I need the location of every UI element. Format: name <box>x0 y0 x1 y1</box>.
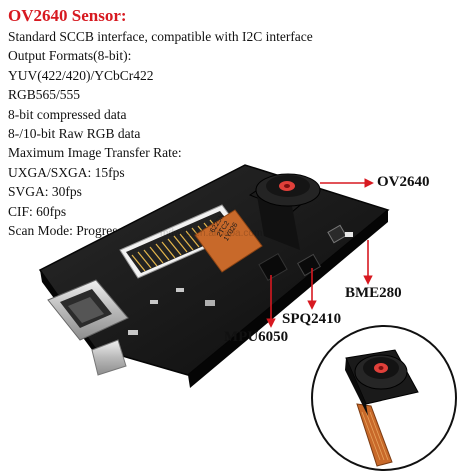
smd-component <box>345 232 353 237</box>
spec-line: 8-bit compressed data <box>8 106 127 122</box>
label-bme280: BME280 <box>345 285 402 301</box>
spec-line: Standard SCCB interface, compatible with… <box>8 29 313 44</box>
watermark: mdwdz.en.alibaba.com <box>160 228 262 239</box>
spec-line: Output Formats(8-bit): <box>8 48 132 64</box>
spec-line: Scan Mode: Progressive <box>8 223 140 239</box>
spec-line: UXGA/SXGA: 15fps <box>8 164 125 180</box>
spec-title: OV2640 Sensor: <box>8 6 127 25</box>
reset-button <box>91 339 127 376</box>
spec-line: CIF: 60fps <box>8 203 67 219</box>
chip-marking: 6225N 2TC2 1Y026 <box>209 213 239 243</box>
camera-inset <box>311 325 457 471</box>
flex-cable <box>194 209 263 273</box>
smd-component <box>176 288 184 292</box>
spec-line: SVGA: 30fps <box>8 184 82 200</box>
label-mpu6050: MPU6050 <box>224 329 289 345</box>
mpu6050-chip <box>258 253 288 281</box>
smd-component <box>150 300 158 304</box>
label-ov2640: OV2640 <box>377 174 430 190</box>
spec-line: YUV(422/420)/YCbCr422 <box>8 67 154 83</box>
spec-line: 8-/10-bit Raw RGB data <box>8 126 141 142</box>
spec-line: Maximum Image Transfer Rate: <box>8 145 182 161</box>
spec-block: OV2640 Sensor: Standard SCCB interface, … <box>8 6 313 240</box>
bme280-chip <box>327 224 347 244</box>
spec-line: RGB565/555 <box>8 87 81 103</box>
smd-component <box>205 300 215 306</box>
smd-component <box>128 330 138 335</box>
ov2640-camera-module <box>248 173 321 250</box>
label-spq2410: SPQ2410 <box>282 311 342 327</box>
usb-c-port <box>47 279 129 341</box>
esp32-camera-board: 6225N 2TC2 1Y026 <box>38 164 390 388</box>
